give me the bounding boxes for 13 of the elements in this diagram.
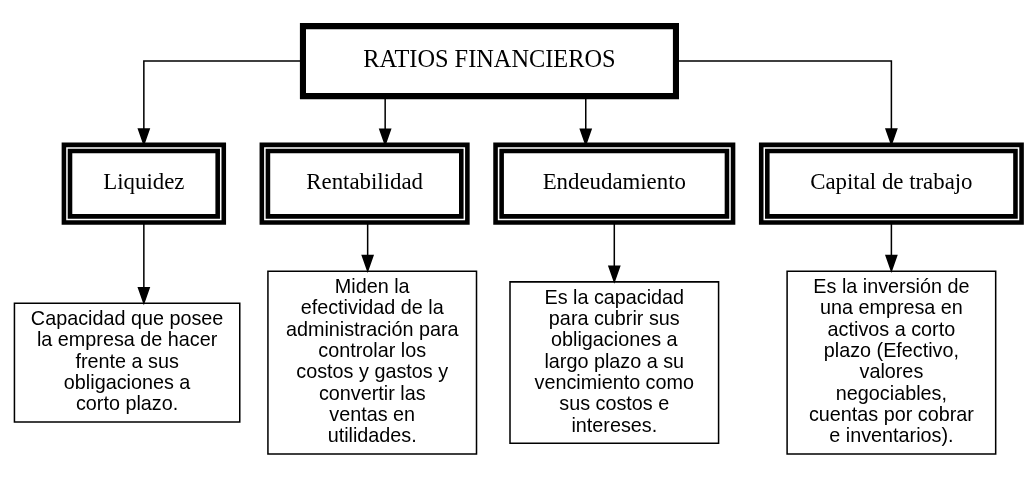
node-box: Rentabilidad [259, 142, 470, 225]
arrow [137, 221, 151, 305]
arrow [361, 221, 375, 273]
node-box: Endeudamiento [493, 142, 736, 225]
node-box: RATIOS FINANCIEROS [299, 22, 679, 99]
arrow [885, 221, 898, 273]
arrow [607, 221, 621, 284]
node-box: Liquidez [61, 142, 227, 225]
node-box: Capacidad que posee la empresa de hacer frente a sus obligaciones a corto plazo. [13, 301, 241, 423]
node-box: Es la capacidad para cubrir sus obligaciones a largo plazo a su vencimiento como sus costos e intereses. [509, 280, 720, 444]
node-box: Capital de trabajo [758, 142, 1024, 225]
node-box: Es la inversión de una empresa en activos a corto plazo (Efectivo, valores negociables, cuentas por cobrar e inventarios). [786, 269, 997, 455]
node-box: Miden la efectividad de la administración para controlar los costos y gastos y convertir las ventas en utilidades. [267, 269, 478, 455]
